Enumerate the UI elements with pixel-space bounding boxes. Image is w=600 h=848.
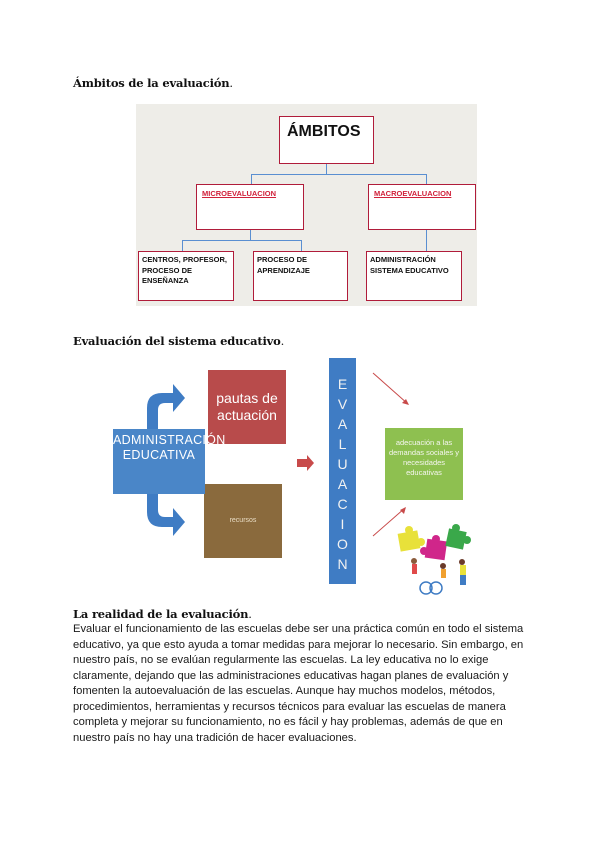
connector xyxy=(301,240,302,251)
evaluacion-letter: A xyxy=(337,416,348,432)
connector xyxy=(250,230,251,240)
diagonal-arrow-down-icon xyxy=(372,372,409,405)
evaluacion-bar: E V A L U A C I O N xyxy=(329,358,356,584)
connector xyxy=(326,164,327,174)
leaf-administracion-box: ADMINISTRACIÓN SISTEMA EDUCATIVO xyxy=(366,251,462,301)
realidad-heading: La realidad de la evaluación. xyxy=(73,607,252,621)
leaf-centros-box: CENTROS, PROFESOR, PROCESO DE ENSEÑANZA xyxy=(138,251,234,301)
evaluacion-letter: V xyxy=(337,396,348,412)
recursos-box: recursos xyxy=(204,484,282,558)
evaluacion-letter: L xyxy=(338,436,347,452)
micro-box: MICROEVALUACION xyxy=(196,184,304,230)
evaluacion-letter: O xyxy=(337,536,348,552)
ambitos-heading: Ámbitos de la evaluación. xyxy=(73,76,233,90)
connector xyxy=(426,230,427,251)
connector xyxy=(251,174,427,175)
evaluacion-letter: A xyxy=(337,476,348,492)
evaluacion-letter: I xyxy=(340,516,345,532)
macro-box: MACROEVALUACION xyxy=(368,184,476,230)
evaluacion-letter: C xyxy=(337,496,348,512)
diagonal-arrow-up-icon xyxy=(372,507,406,537)
connector xyxy=(426,174,427,184)
body-paragraph: Evaluar el funcionamiento de las escuela… xyxy=(73,623,524,744)
ambitos-root-box: ÁMBITOS xyxy=(279,116,374,164)
evaluacion-letter: N xyxy=(337,556,348,572)
administracion-box: ADMINISTRACIÓN EDUCATIVA xyxy=(113,429,225,494)
leaf-centros-text: CENTROS, PROFESOR, PROCESO DE ENSEÑANZA xyxy=(142,255,228,285)
sistema-heading-text: Evaluación del sistema educativo xyxy=(73,334,281,348)
right-arrow-icon xyxy=(297,455,314,471)
realidad-heading-text: La realidad de la evaluación xyxy=(73,607,249,621)
adecuacion-box: adecuación a las demandas sociales y nec… xyxy=(385,428,463,500)
connector xyxy=(251,174,252,184)
evaluacion-letter: U xyxy=(337,456,348,472)
evaluacion-letter: E xyxy=(337,376,348,392)
connector xyxy=(182,240,302,241)
sistema-heading: Evaluación del sistema educativo. xyxy=(73,334,285,348)
pautas-box: pautas de actuación xyxy=(208,370,286,444)
ambitos-heading-text: Ámbitos de la evaluación xyxy=(73,76,230,90)
curved-arrow-up-icon xyxy=(147,384,185,432)
leaf-administracion-text: ADMINISTRACIÓN SISTEMA EDUCATIVO xyxy=(370,255,449,275)
connector xyxy=(182,240,183,251)
curved-arrow-down-icon xyxy=(147,492,185,536)
leaf-aprendizaje-box: PROCESO DE APRENDIZAJE xyxy=(253,251,348,301)
ambitos-diagram: ÁMBITOS MICROEVALUACION MACROEVALUACION … xyxy=(136,104,477,306)
leaf-aprendizaje-text: PROCESO DE APRENDIZAJE xyxy=(257,255,310,275)
puzzle-illustration xyxy=(397,524,471,595)
